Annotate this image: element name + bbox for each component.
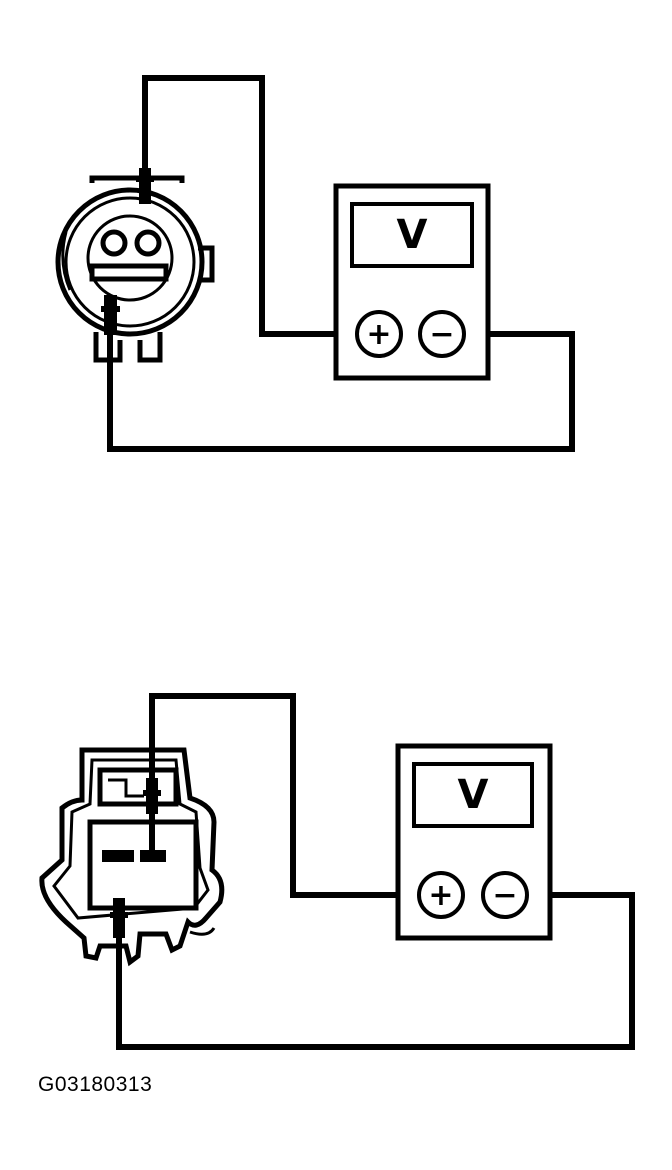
bottom-meter-positive-label: + [428, 878, 453, 913]
bottom-meter-display [412, 762, 534, 828]
bottom-negative-lead-wire [116, 892, 635, 1050]
bottom-rectangular-connector [39, 747, 225, 967]
top-meter-positive-terminal [355, 310, 403, 358]
bottom-meter-negative-label: − [492, 878, 517, 913]
bottom-meter-display-label: V [458, 772, 489, 818]
top-meter-display-label: V [397, 212, 428, 258]
bottom-meter-negative-terminal [481, 871, 529, 919]
bottom-test-setup: V + − [39, 693, 635, 1050]
top-meter-display [350, 202, 474, 268]
top-round-connector [55, 175, 215, 363]
top-positive-probe [136, 168, 154, 204]
top-negative-lead-wire [107, 331, 575, 452]
top-positive-lead-wire [142, 75, 350, 337]
top-negative-probe [101, 295, 120, 335]
top-meter-negative-terminal [418, 310, 466, 358]
top-test-setup: V + − [55, 75, 575, 452]
top-voltmeter: V + − [333, 183, 491, 381]
bottom-positive-lead-wire [149, 693, 412, 898]
top-meter-negative-label: − [429, 317, 454, 352]
top-meter-positive-label: + [366, 317, 391, 352]
figure-id-label: G03180313 [38, 1073, 153, 1096]
bottom-voltmeter: V + − [395, 743, 553, 941]
bottom-meter-positive-terminal [417, 871, 465, 919]
